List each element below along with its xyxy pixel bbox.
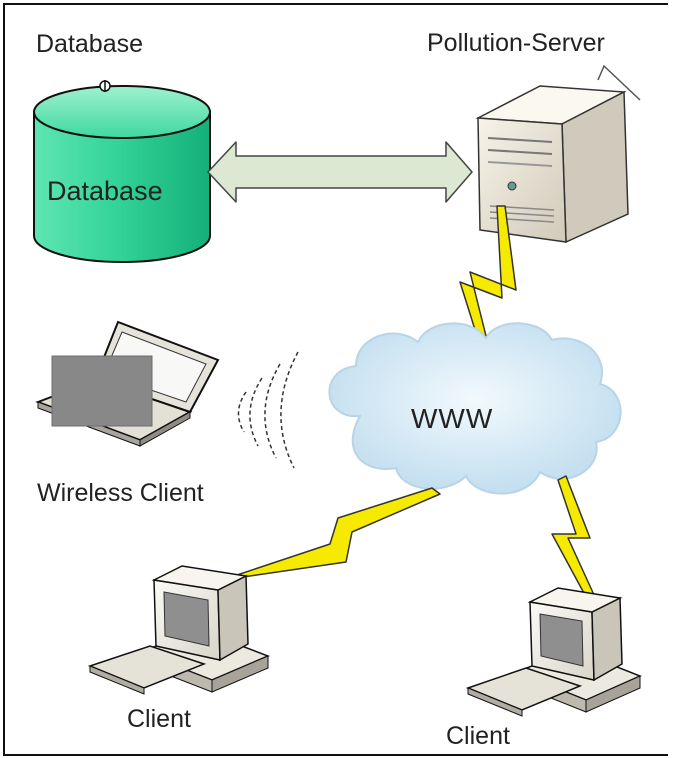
wireless-client-label: Wireless Client bbox=[37, 479, 204, 507]
cloud-label: WWW bbox=[411, 403, 494, 434]
database-title-label: Database bbox=[36, 30, 144, 58]
wifi-waves-icon bbox=[237, 351, 299, 469]
client-right-label: Client bbox=[446, 722, 510, 750]
diagram-frame bbox=[3, 3, 668, 756]
server-label: Pollution-Server bbox=[427, 29, 605, 57]
database-cylinder-icon bbox=[33, 80, 211, 263]
database-body-label: Database bbox=[47, 176, 163, 206]
lightning-link-cloud-client-left bbox=[221, 487, 441, 581]
double-arrow-icon bbox=[207, 141, 473, 203]
cloud-icon bbox=[328, 322, 622, 495]
desktop-computer-icon bbox=[87, 565, 270, 695]
client-left-label: Client bbox=[127, 705, 191, 733]
desktop-computer-icon bbox=[465, 587, 642, 717]
laptop-icon bbox=[35, 320, 220, 447]
